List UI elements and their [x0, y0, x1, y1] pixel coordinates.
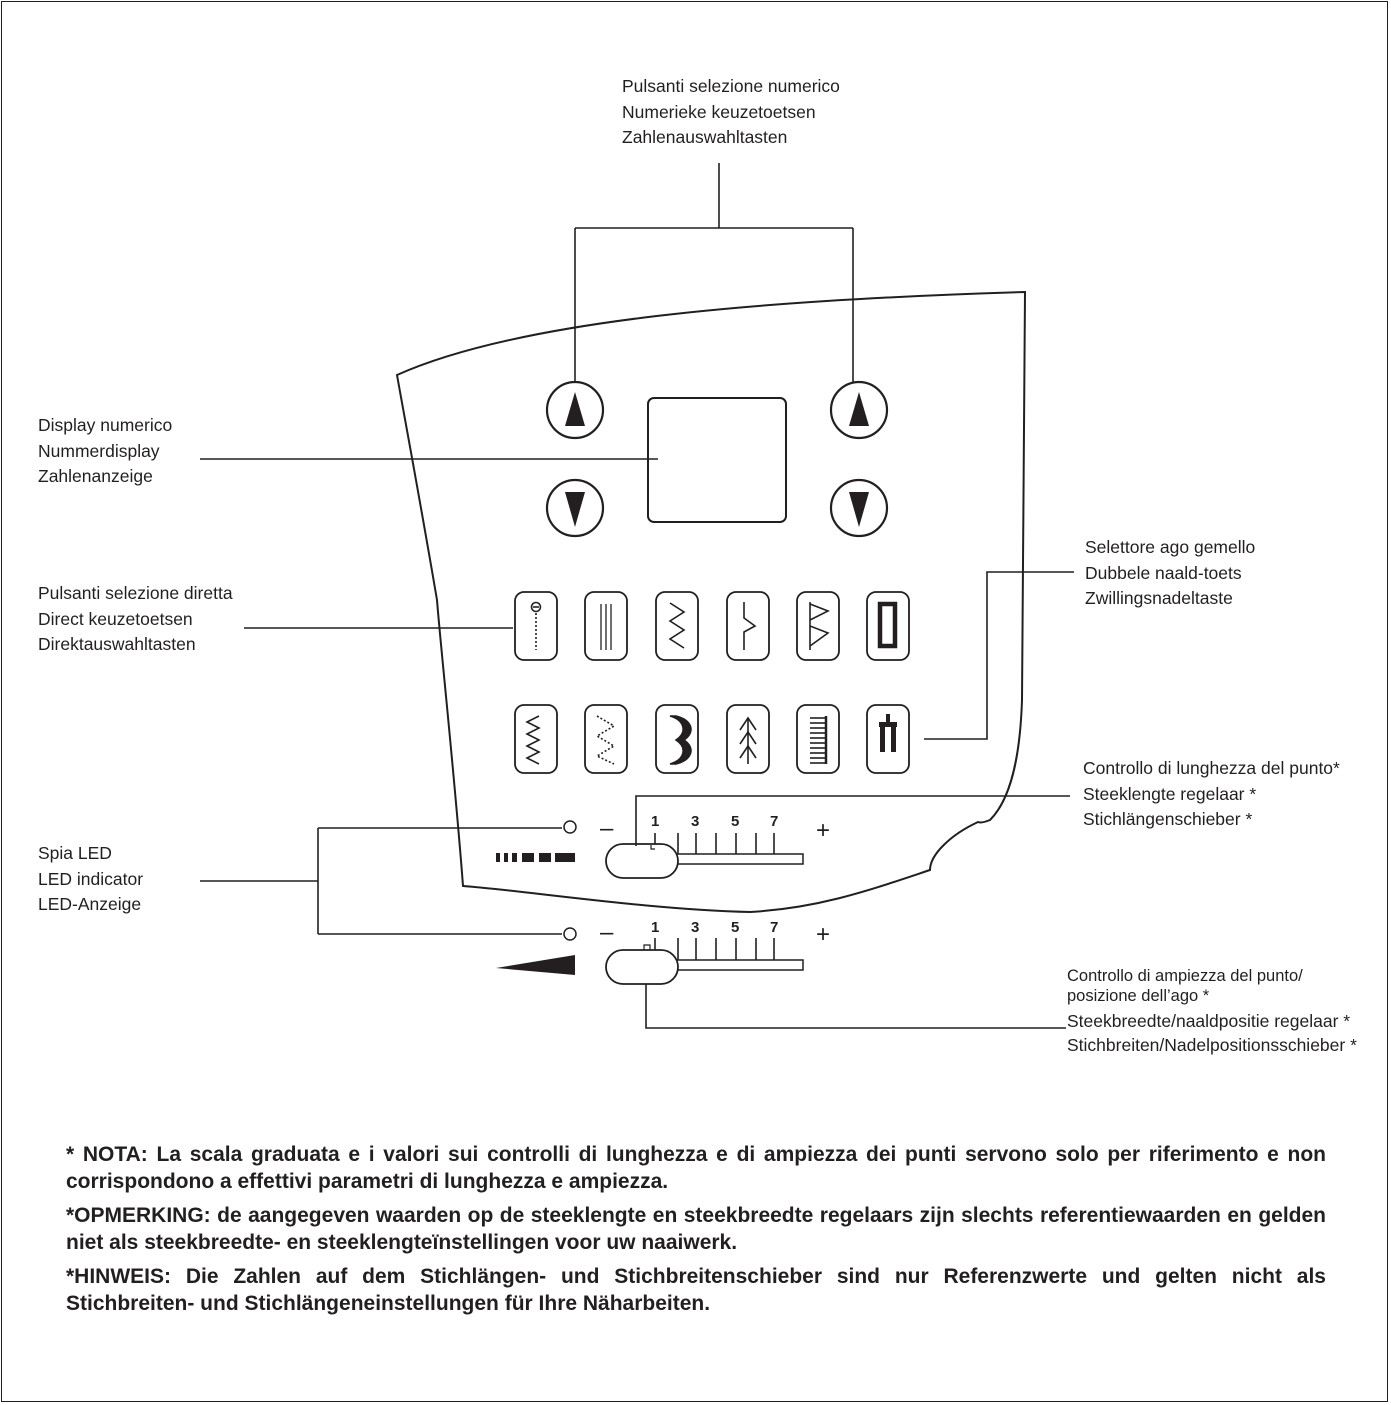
- down-arrow-icon: [849, 492, 869, 527]
- buttonhole-icon: [877, 601, 898, 649]
- footnotes: * NOTA: La scala graduata e i valori sui…: [66, 1142, 1326, 1317]
- stitch-button-9[interactable]: [655, 704, 699, 774]
- panel-outline: [395, 290, 1027, 914]
- stitch-width-slider: [496, 927, 804, 985]
- stitch-length-slider-knob[interactable]: [605, 843, 679, 879]
- note-german: *HINWEIS: Die Zahlen auf dem Stichlängen…: [66, 1265, 1326, 1315]
- length-slider-track: [674, 853, 804, 865]
- straight-stitch-center-icon: [530, 601, 542, 650]
- numeric-display-label: Display numerico Nummerdisplay Zahlenanz…: [38, 415, 173, 486]
- stitch-button-3[interactable]: [655, 591, 699, 661]
- width-slider-track: [674, 959, 804, 971]
- feather-stitch-icon: [739, 716, 757, 764]
- triple-straight-stitch-icon: [600, 604, 612, 650]
- stitch-button-row-1: [514, 591, 910, 661]
- direct-buttons-label: Pulsanti selezione diretta Direct keuzet…: [38, 583, 233, 654]
- width-scale-7: 7: [770, 919, 778, 936]
- note-italian: * NOTA: La scala graduata e i valori sui…: [66, 1143, 1326, 1193]
- twin-needle-label: Selettore ago gemello Dubbele naald-toet…: [1085, 537, 1256, 608]
- zigzag-width-symbol: [496, 955, 575, 975]
- stitch-width-leader: [645, 984, 1066, 1029]
- length-scale-7: 7: [770, 813, 778, 830]
- width-scale-1: 1: [651, 919, 659, 936]
- width-plus: +: [816, 921, 830, 948]
- right-down-button[interactable]: [829, 478, 889, 538]
- straight-stitch-symbol: [496, 853, 575, 862]
- width-scale-5: 5: [731, 919, 739, 936]
- stitch-button-6[interactable]: [866, 591, 910, 661]
- twin-needle-leader: [924, 571, 1074, 740]
- stitch-length-leader: [635, 795, 1070, 846]
- stitch-button-8[interactable]: [584, 704, 628, 774]
- blanket-stitch-icon: [809, 602, 830, 650]
- stitch-button-10[interactable]: [726, 704, 770, 774]
- stitch-length-label: Controllo di lunghezza del punto* Steekl…: [1083, 758, 1340, 829]
- width-minus: –: [600, 919, 614, 946]
- zigzag-stitch-icon: [668, 602, 686, 649]
- down-arrow-icon: [565, 492, 585, 527]
- stitch-width-label: Controllo di ampiezza del punto/ posizio…: [1067, 967, 1357, 1055]
- stitch-length-slider: [496, 820, 804, 879]
- stitch-width-slider-knob[interactable]: [605, 949, 679, 985]
- length-scale-5: 5: [731, 813, 739, 830]
- stitch-button-2[interactable]: [584, 591, 628, 661]
- stitch-button-11[interactable]: [796, 704, 840, 774]
- width-scale-3: 3: [691, 919, 699, 936]
- numeric-display: [647, 397, 787, 523]
- up-arrow-icon: [565, 392, 585, 426]
- length-scale-1: 1: [651, 813, 659, 830]
- right-up-button[interactable]: [829, 380, 889, 440]
- width-slider-ticks: [654, 938, 775, 960]
- length-minus: –: [600, 815, 614, 842]
- twin-needle-icon: [879, 714, 897, 752]
- left-up-button[interactable]: [545, 380, 605, 440]
- led-leader: [200, 827, 562, 935]
- led-length: [563, 820, 577, 834]
- led-label: Spia LED LED indicator LED-Anzeige: [38, 843, 144, 914]
- numeric-buttons-label: Pulsanti selezione numerico Numerieke ke…: [622, 76, 840, 147]
- stitch-button-7[interactable]: [514, 704, 558, 774]
- length-scale-3: 3: [691, 813, 699, 830]
- triple-zigzag-stitch-icon: [595, 715, 616, 765]
- stitch-button-5[interactable]: [796, 591, 840, 661]
- stitch-button-1[interactable]: [514, 591, 558, 661]
- scallop-satin-stitch-icon: [669, 715, 692, 765]
- stitch-button-4[interactable]: [726, 591, 770, 661]
- up-arrow-icon: [849, 392, 869, 426]
- led-width: [563, 927, 577, 941]
- stitch-button-row-2: [514, 704, 910, 774]
- ladder-stitch-icon: [810, 716, 828, 764]
- note-dutch: *OPMERKING: de aangegeven waarden op de …: [66, 1204, 1326, 1254]
- numeric-buttons-leader: [574, 163, 854, 383]
- multi-zigzag-stitch-icon: [525, 715, 541, 765]
- stitch-button-12[interactable]: [866, 704, 910, 774]
- length-plus: +: [816, 817, 830, 844]
- left-down-button[interactable]: [545, 478, 605, 538]
- blind-hem-stitch-icon: [743, 602, 757, 650]
